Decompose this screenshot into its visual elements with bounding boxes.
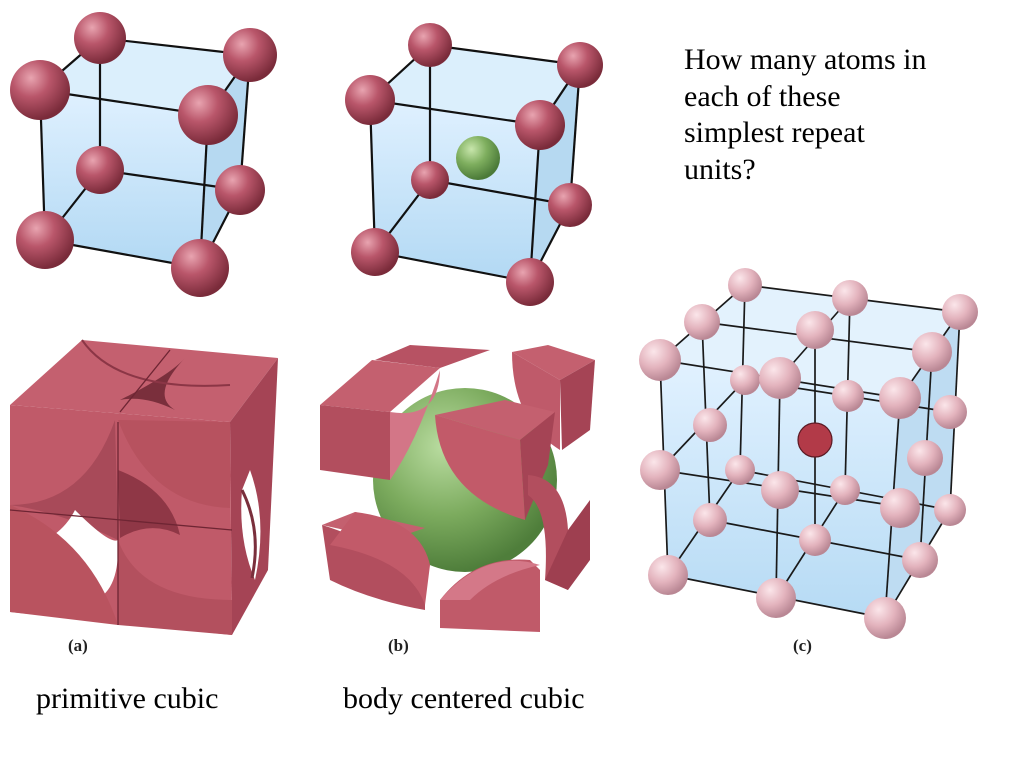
body-centered-cubic-space-filling (320, 345, 595, 632)
panel-label-a: (a) (68, 636, 88, 655)
primitive-cubic-space-filling (9, 339, 278, 635)
panel-label-c: (c) (793, 636, 812, 655)
lattice-atoms (639, 268, 978, 639)
caption-body-centered-cubic: body centered cubic (343, 682, 585, 715)
question-line: simplest repeat (684, 116, 865, 149)
body-center-atom (456, 136, 500, 180)
question-line: units? (684, 152, 756, 186)
primitive-cubic-lattice (10, 12, 277, 297)
question-line: each of these (684, 79, 841, 113)
caption-primitive-cubic: primitive cubic (36, 682, 219, 715)
body-centered-cubic-lattice (345, 23, 603, 306)
question-line: How many atoms in (684, 43, 927, 76)
question-text: How many atoms in each of these simplest… (684, 42, 984, 188)
extended-bcc-lattice (639, 268, 978, 639)
central-atom (797, 422, 833, 458)
panel-label-b: (b) (388, 636, 409, 655)
